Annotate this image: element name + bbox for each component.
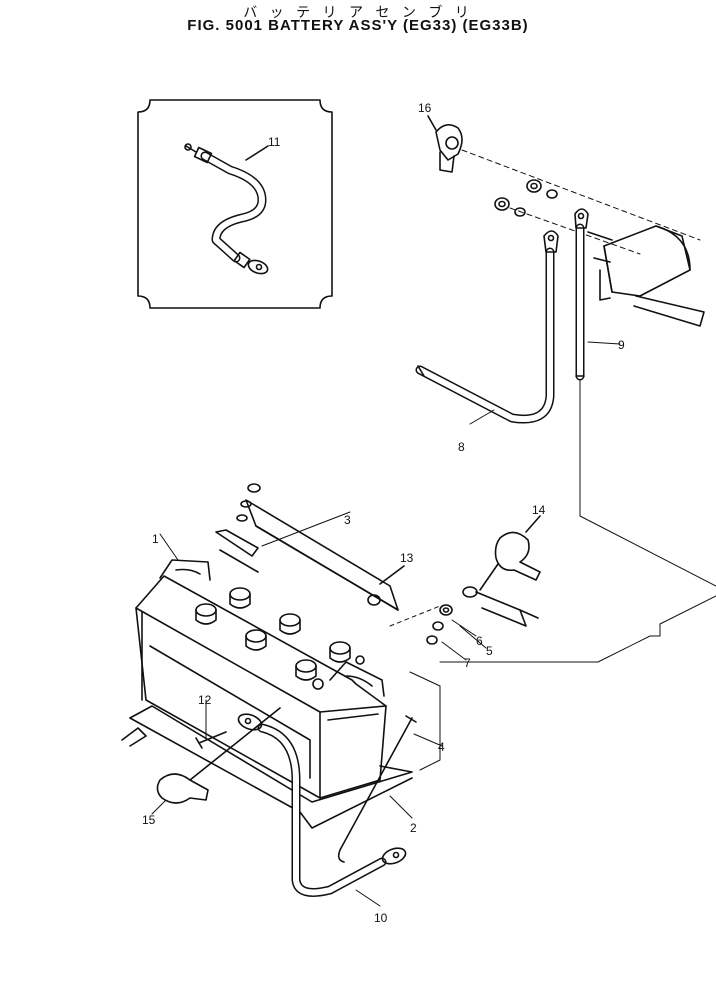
terminal-cover-15: [156, 707, 281, 804]
inset-cable-11: [184, 143, 269, 275]
inset-panel: [137, 99, 333, 309]
battery-tray-2: [121, 705, 413, 829]
part-13: [367, 565, 405, 606]
callout-6: 6: [476, 634, 483, 648]
callout-8: 8: [458, 440, 465, 454]
terminal-cap-16: [427, 115, 463, 173]
cable-10: [237, 713, 407, 897]
callout-9: 9: [618, 338, 625, 352]
battery-relay: [587, 225, 705, 327]
callout-2: 2: [410, 821, 417, 835]
terminal-cable: [462, 586, 539, 627]
bracket-left: [215, 529, 259, 573]
cable-9: [574, 208, 589, 381]
callout-11: 11: [268, 135, 281, 149]
nuts-washers-upper: [494, 179, 558, 217]
nuts-5-6-7: [426, 604, 453, 645]
title-japanese: バ ッ テ リ ア セ ン ブ リ: [243, 5, 473, 21]
callout-15: 15: [142, 813, 156, 827]
callout-10: 10: [374, 911, 388, 925]
callout-5: 5: [486, 644, 493, 658]
callout-7: 7: [464, 656, 471, 670]
battery-1: [135, 559, 387, 799]
hold-down-rod-4: [337, 715, 417, 863]
callout-12: 12: [198, 693, 212, 707]
callout-3: 3: [344, 513, 351, 527]
terminal-cover-14: [479, 515, 541, 591]
callout-16: 16: [418, 101, 432, 115]
callout-4: 4: [438, 740, 445, 754]
cable-8: [415, 230, 559, 424]
callout-1: 1: [152, 532, 159, 546]
figure-title: FIG. 5001 BATTERY ASS'Y (EG33) (EG33B): [187, 17, 529, 34]
cell-caps: [195, 587, 351, 681]
callout-13: 13: [400, 551, 414, 565]
small-nuts-top: [236, 483, 261, 522]
hold-down-bar-3: [245, 499, 399, 611]
bolt-12: [195, 731, 227, 749]
callout-14: 14: [532, 503, 546, 517]
